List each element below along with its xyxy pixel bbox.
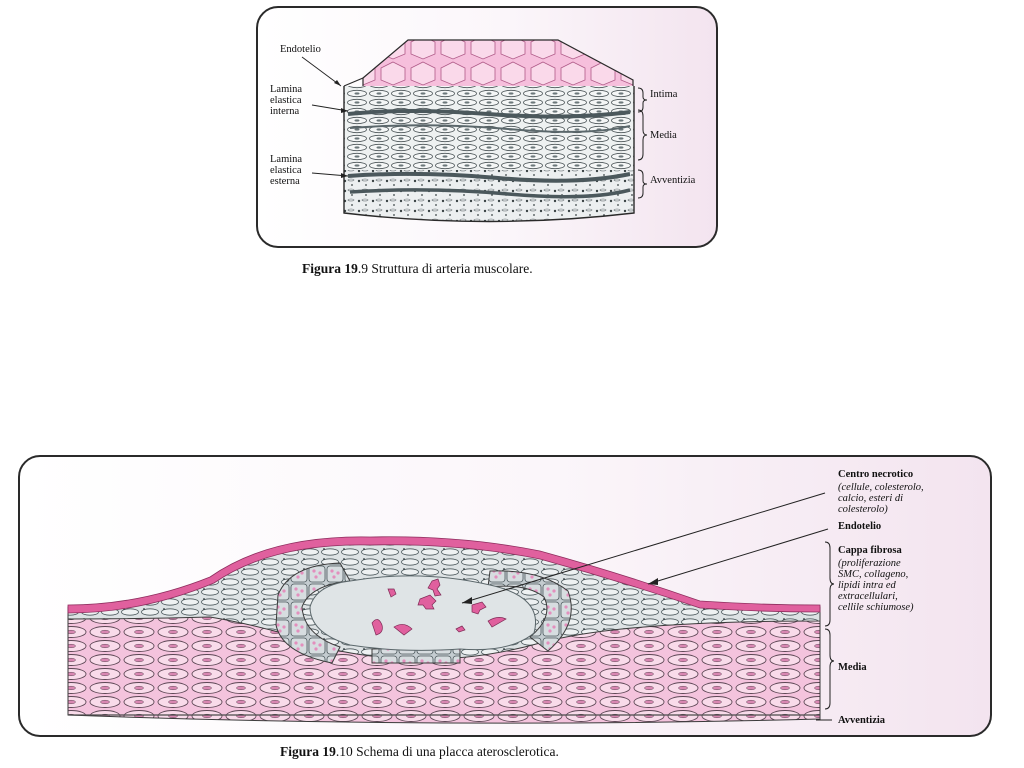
label-cappa-fibrosa: Cappa fibrosa xyxy=(838,545,902,556)
label-media: Media xyxy=(650,130,677,141)
media-brace xyxy=(824,628,835,710)
cappa-fibrosa-brace xyxy=(824,541,835,627)
caption-text: Struttura di arteria muscolare. xyxy=(368,261,533,276)
necrotic-core xyxy=(309,575,536,651)
artery-cross-section-illustration xyxy=(301,39,648,223)
label-lamina-elastica-interna: Lamina elastica interna xyxy=(270,84,303,117)
figure-19-10-caption: Figura 19.10 Schema di una placca ateros… xyxy=(280,744,559,760)
foam-cells-right xyxy=(487,570,572,652)
label-cappa-fibrosa-description: (proliferazione SMC, collageno, lipidi i… xyxy=(838,558,914,613)
label-centro-necrotico-description: (cellule, colesterolo, calcio, esteri di… xyxy=(838,482,924,515)
figure-19-9-panel: Endotelio Lamina elastica interna Lamina… xyxy=(256,6,718,248)
foam-cells-left xyxy=(275,562,351,664)
adventitia-brace xyxy=(637,169,648,199)
label-endotelio: Endotelio xyxy=(280,44,321,55)
caption-prefix: Figura 19 xyxy=(280,744,336,759)
figure-19-10-panel: Centro necrotico (cellule, colesterolo, … xyxy=(18,455,992,737)
label-endotelio-plaque: Endotelio xyxy=(838,521,882,532)
media-layer xyxy=(67,616,821,724)
internal-elastic-lamina xyxy=(347,109,631,119)
label-avventizia: Avventizia xyxy=(650,175,696,186)
necrotic-debris xyxy=(371,578,507,636)
media-brace xyxy=(637,109,648,161)
adventitia-layer xyxy=(344,170,634,222)
label-media-plaque: Media xyxy=(838,662,867,673)
figure-19-9-caption: Figura 19.9 Struttura di arteria muscola… xyxy=(302,261,533,277)
atherosclerotic-plaque-illustration xyxy=(67,492,835,724)
label-intima: Intima xyxy=(650,89,678,100)
label-centro-necrotico: Centro necrotico xyxy=(838,469,914,480)
label-avventizia-plaque: Avventizia xyxy=(838,715,886,726)
intima-brace xyxy=(637,87,648,113)
caption-prefix: Figura 19 xyxy=(302,261,358,276)
caption-number: .10 xyxy=(335,744,353,759)
caption-number: .9 xyxy=(357,261,368,276)
caption-text: Schema di una placca aterosclerotica. xyxy=(352,744,559,759)
label-lamina-elastica-esterna: Lamina elastica esterna xyxy=(270,154,303,187)
endothelium-layer xyxy=(67,536,821,614)
